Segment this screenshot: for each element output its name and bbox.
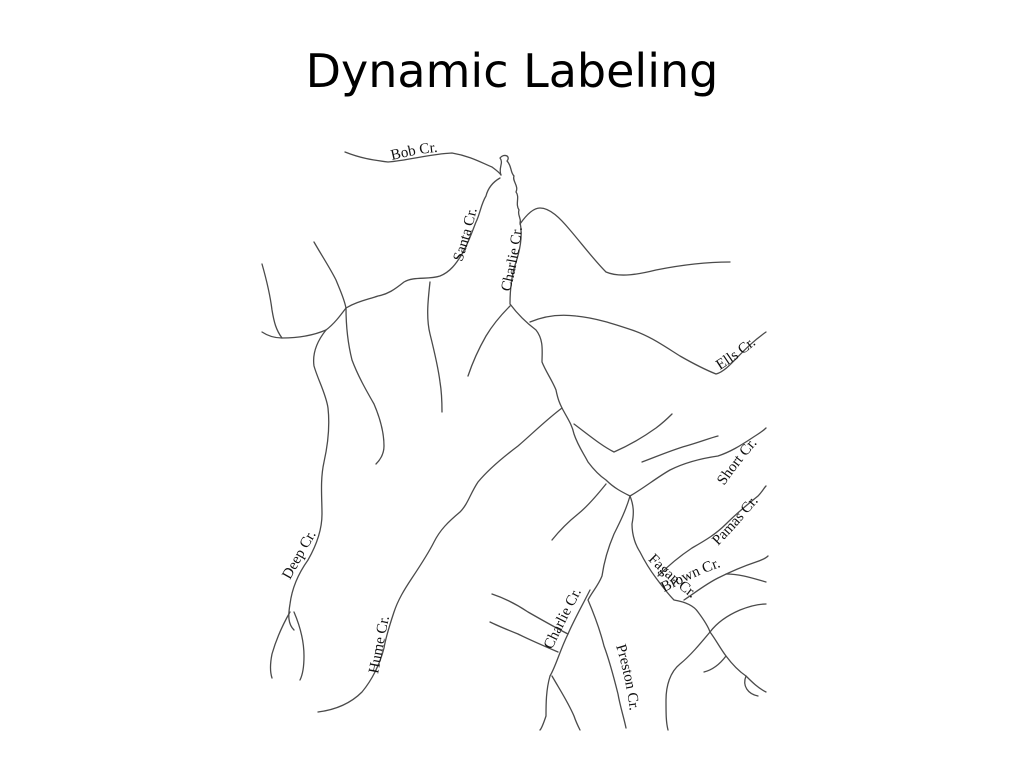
stream-far-left-outlet xyxy=(261,307,347,339)
label-preston-creek: Preston Cr. xyxy=(612,642,642,711)
label-bob-creek: Bob Cr. xyxy=(389,140,438,164)
stream-middle-branch xyxy=(427,281,443,413)
label-hume-creek-text: Hume Cr. xyxy=(366,614,393,675)
stream-deep-creek xyxy=(288,329,330,631)
stream-brown-creek xyxy=(683,555,769,601)
stream-charlie-creek-upper xyxy=(509,221,767,693)
stream-far-left-headwater xyxy=(261,263,283,339)
stream-lower-right-4 xyxy=(665,631,711,731)
stream-brown-creek-tributary xyxy=(725,573,767,583)
label-bob-creek-text: Bob Cr. xyxy=(389,140,438,164)
label-short-creek: Short Cr. xyxy=(714,435,760,488)
label-charlie-creek-lower-text: Charlie Cr. xyxy=(541,586,585,652)
stream-east-branch xyxy=(573,413,673,453)
label-preston-creek-text: Preston Cr. xyxy=(612,642,642,711)
stream-bob-creek xyxy=(344,151,502,176)
label-ells-creek: Ells Cr. xyxy=(713,334,758,373)
stream-charlie-lower-tributary-1 xyxy=(491,593,569,635)
stream-lower-right-2 xyxy=(703,655,727,673)
stream-ells-creek xyxy=(529,314,767,375)
label-charlie-creek-upper-text: Charlie Cr. xyxy=(498,226,526,293)
stream-north-headwater xyxy=(499,154,522,225)
stream-lower-right-1 xyxy=(709,603,767,633)
label-santa-creek-text: Santa Cr. xyxy=(451,206,481,263)
stream-west-headwater xyxy=(313,241,347,309)
label-short-creek-text: Short Cr. xyxy=(714,435,760,488)
stream-east-headwater xyxy=(519,207,731,276)
stream-left-middle-branch xyxy=(345,307,385,465)
stream-central-south-branch xyxy=(551,483,607,541)
stream-charlie-lower-tributary-3 xyxy=(551,675,581,731)
stream-pamas-creek xyxy=(657,485,767,577)
stream-short-creek xyxy=(629,427,767,497)
stream-short-tributary xyxy=(641,435,719,463)
stream-central-west-branch xyxy=(467,305,511,377)
stream-network xyxy=(261,151,769,731)
stream-deep-creek-fork-right xyxy=(293,611,305,681)
label-santa-creek: Santa Cr. xyxy=(451,206,481,263)
stream-hume-creek xyxy=(317,407,563,713)
stream-charlie-lower-tributary-2 xyxy=(489,621,559,653)
label-ells-creek-text: Ells Cr. xyxy=(713,334,758,373)
label-pamas-creek-text: Pamas Cr. xyxy=(709,493,761,549)
stream-preston-creek xyxy=(587,495,631,729)
stream-lower-right-3 xyxy=(744,675,759,697)
label-hume-creek: Hume Cr. xyxy=(366,614,393,675)
stream-charlie-creek-lower xyxy=(539,589,591,731)
label-charlie-creek-upper: Charlie Cr. xyxy=(498,226,526,293)
label-pamas-creek: Pamas Cr. xyxy=(709,493,761,549)
slide-title: Dynamic Labeling xyxy=(305,44,719,98)
label-charlie-creek-lower: Charlie Cr. xyxy=(541,586,585,652)
stream-deep-creek-fork-left xyxy=(269,611,291,679)
stream-santa-creek xyxy=(345,177,501,309)
